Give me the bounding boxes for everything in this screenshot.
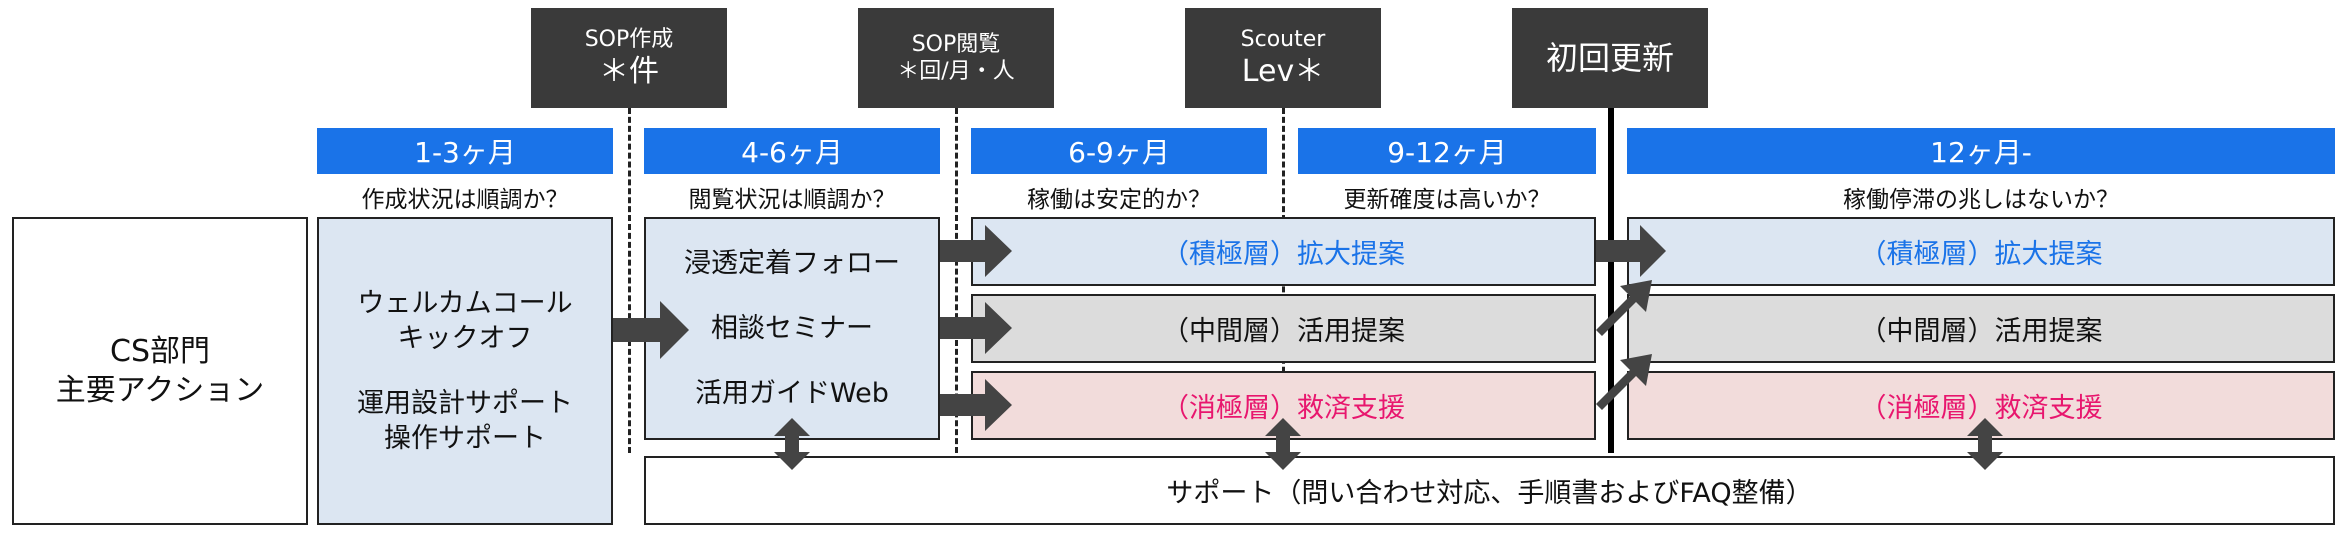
band-middle: （中間層）活用提案 bbox=[971, 294, 1596, 363]
kpi-scouter: Scouter Lev＊ bbox=[1185, 8, 1381, 108]
kpi-bottom: Lev＊ bbox=[1241, 54, 1325, 89]
arrow-right-icon bbox=[940, 379, 1012, 431]
usage-guide-web: 活用ガイドWeb bbox=[695, 377, 889, 409]
divider-dashed bbox=[955, 108, 958, 453]
question-2: 閲覧状況は順調か？ bbox=[688, 187, 896, 213]
divider-renewal bbox=[1608, 108, 1614, 453]
question-4: 更新確度は高いか？ bbox=[1343, 187, 1551, 213]
support-bar: サポート（問い合わせ対応、手順書およびFAQ整備） bbox=[644, 456, 2335, 525]
phase1-actions: ウェルカムコール キックオフ 運用設計サポート 操作サポート bbox=[317, 217, 613, 525]
arrow-diagonal-icon bbox=[1596, 280, 1652, 336]
left-label-line1: CS部門 bbox=[110, 334, 210, 369]
arrow-diagonal-icon bbox=[1596, 354, 1652, 410]
band-passive-after-label: （消極層）救済支援 bbox=[1859, 393, 2103, 424]
phase-4: 9-12ヶ月 bbox=[1298, 128, 1596, 174]
kpi-top: SOP作成 bbox=[584, 26, 674, 52]
kpi-top: SOP閲覧 bbox=[911, 31, 1001, 57]
band-active-after: （積極層）拡大提案 bbox=[1627, 217, 2335, 286]
kpi-first-renewal: 初回更新 bbox=[1512, 8, 1708, 108]
operation-support: 操作サポート bbox=[384, 423, 546, 455]
double-arrow-icon bbox=[1265, 418, 1301, 470]
kpi-top: Scouter bbox=[1240, 26, 1326, 52]
arrow-right-icon bbox=[940, 302, 1012, 354]
band-middle-after-label: （中間層）活用提案 bbox=[1859, 316, 2103, 347]
double-arrow-icon bbox=[1967, 418, 2003, 470]
phase-2: 4-6ヶ月 bbox=[644, 128, 940, 174]
arrow-right-icon bbox=[940, 225, 1012, 277]
arrow-right-icon bbox=[613, 301, 689, 359]
left-label-line2: 主要アクション bbox=[55, 373, 265, 408]
band-middle-label: （中間層）活用提案 bbox=[1162, 316, 1405, 347]
consult-seminar: 相談セミナー bbox=[711, 312, 873, 344]
kpi-sop-create: SOP作成 ＊件 bbox=[531, 8, 727, 108]
band-active-after-label: （積極層）拡大提案 bbox=[1859, 239, 2103, 270]
double-arrow-icon bbox=[774, 418, 810, 470]
phase2-actions: 浸透定着フォロー 相談セミナー 活用ガイドWeb bbox=[644, 217, 940, 440]
support-label: サポート（問い合わせ対応、手順書およびFAQ整備） bbox=[1166, 478, 1813, 509]
band-middle-after: （中間層）活用提案 bbox=[1627, 294, 2335, 363]
kpi-bottom: ＊回/月・人 bbox=[897, 59, 1015, 84]
kpi-bottom: ＊件 bbox=[599, 54, 659, 89]
kpi-sop-view: SOP閲覧 ＊回/月・人 bbox=[858, 8, 1054, 108]
band-active-label: （積極層）拡大提案 bbox=[1162, 239, 1405, 270]
arrow-right-icon bbox=[1596, 225, 1666, 277]
question-1: 作成状況は順調か？ bbox=[361, 187, 569, 213]
cs-main-actions-label: CS部門 主要アクション bbox=[12, 217, 308, 525]
phase-3: 6-9ヶ月 bbox=[971, 128, 1267, 174]
question-5: 稼働停滞の兆しはないか？ bbox=[1843, 187, 2119, 213]
welcome-call: ウェルカムコール bbox=[357, 287, 573, 319]
operation-design-support: 運用設計サポート bbox=[357, 388, 573, 419]
phase-1: 1-3ヶ月 bbox=[317, 128, 613, 174]
adoption-follow: 浸透定着フォロー bbox=[684, 247, 900, 279]
kickoff: キックオフ bbox=[397, 322, 533, 354]
phase-5: 12ヶ月- bbox=[1627, 128, 2335, 174]
kpi-bottom: 初回更新 bbox=[1545, 39, 1674, 77]
question-3: 稼働は安定的か？ bbox=[1027, 187, 1211, 213]
divider-dashed bbox=[628, 108, 631, 453]
